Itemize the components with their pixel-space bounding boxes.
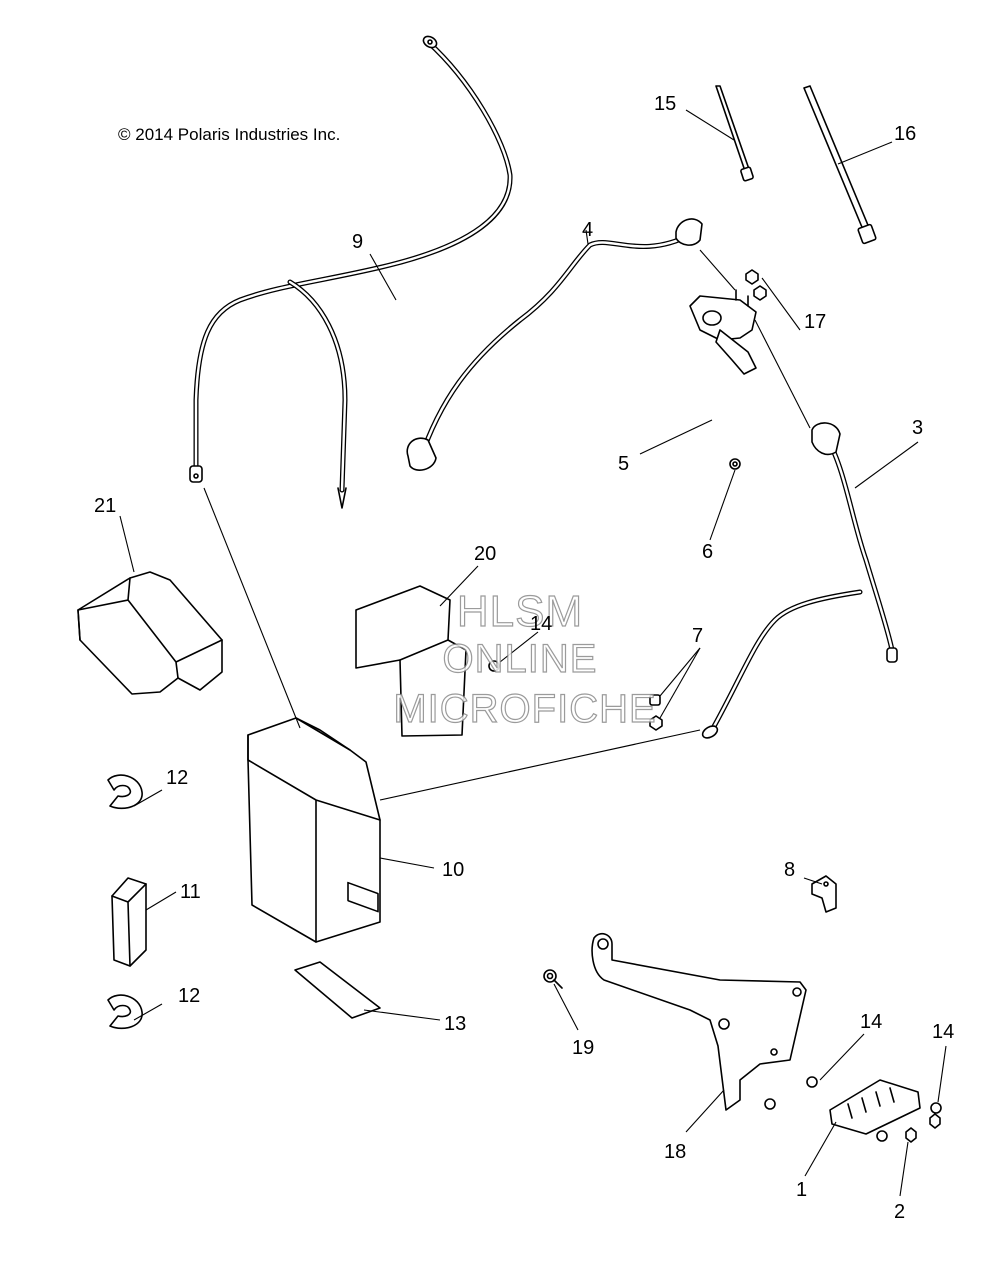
part-6-screw	[729, 458, 741, 470]
leader-lines	[119, 109, 947, 1197]
watermark: HLSM ONLINE MICROFICHE	[393, 586, 657, 731]
callout-12-bottom: 12	[178, 985, 200, 1007]
callout-14-right: 14	[932, 1021, 954, 1043]
part-8-clamp	[811, 875, 837, 913]
callout-6: 6	[702, 541, 713, 563]
callout-8: 8	[784, 859, 795, 881]
callout-9: 9	[352, 231, 363, 253]
part-12-clip-bottom	[107, 994, 143, 1030]
part-1-terminal-block	[829, 1079, 921, 1135]
part-10-battery	[247, 717, 381, 943]
part-21-battery-cover	[77, 571, 223, 695]
callout-14-bracket: 14	[530, 613, 552, 635]
part-16-cable-tie	[803, 85, 877, 245]
callout-13: 13	[444, 1013, 466, 1035]
watermark-line-1: HLSM	[457, 587, 583, 636]
callout-labels: 1 2 3 4 5 6 7 8 9 10 11 12 12 13 14 14 1…	[94, 93, 954, 1223]
part-19-screw	[543, 969, 563, 989]
callout-18: 18	[664, 1141, 686, 1163]
callout-14-left: 14	[860, 1011, 882, 1033]
watermark-line-3: MICROFICHE	[393, 687, 656, 731]
part-15-cable-tie	[715, 85, 754, 182]
part-2-nuts	[905, 1113, 941, 1143]
callout-21: 21	[94, 495, 116, 517]
callout-11: 11	[180, 881, 201, 903]
callout-19: 19	[572, 1037, 594, 1059]
part-4-cable	[406, 218, 703, 471]
watermark-line-2: ONLINE	[443, 637, 598, 681]
part-20-bracket	[355, 585, 500, 737]
part-7-fasteners	[649, 694, 663, 731]
callout-3: 3	[912, 417, 923, 439]
callout-16: 16	[894, 123, 916, 145]
part-17-nuts	[745, 269, 767, 301]
part-3-battery-cable	[701, 422, 898, 739]
callout-7: 7	[692, 625, 703, 647]
copyright-text: © 2014 Polaris Industries Inc.	[118, 125, 340, 144]
callout-20: 20	[474, 543, 496, 565]
callout-17: 17	[804, 311, 826, 333]
part-12-clip-top	[107, 774, 143, 810]
part-13-label	[294, 961, 381, 1019]
callout-10: 10	[442, 859, 464, 881]
callout-15: 15	[654, 93, 676, 115]
callout-1: 1	[796, 1179, 807, 1201]
callout-4: 4	[582, 219, 593, 241]
part-5-relay	[689, 249, 811, 429]
callout-12-top: 12	[166, 767, 188, 789]
callout-2: 2	[894, 1201, 905, 1223]
part-11-strap	[111, 877, 147, 967]
part-14-screws	[764, 1076, 942, 1142]
part-9-cable-harness	[189, 35, 513, 509]
callout-5: 5	[618, 453, 629, 475]
part-18-bracket	[591, 932, 807, 1111]
